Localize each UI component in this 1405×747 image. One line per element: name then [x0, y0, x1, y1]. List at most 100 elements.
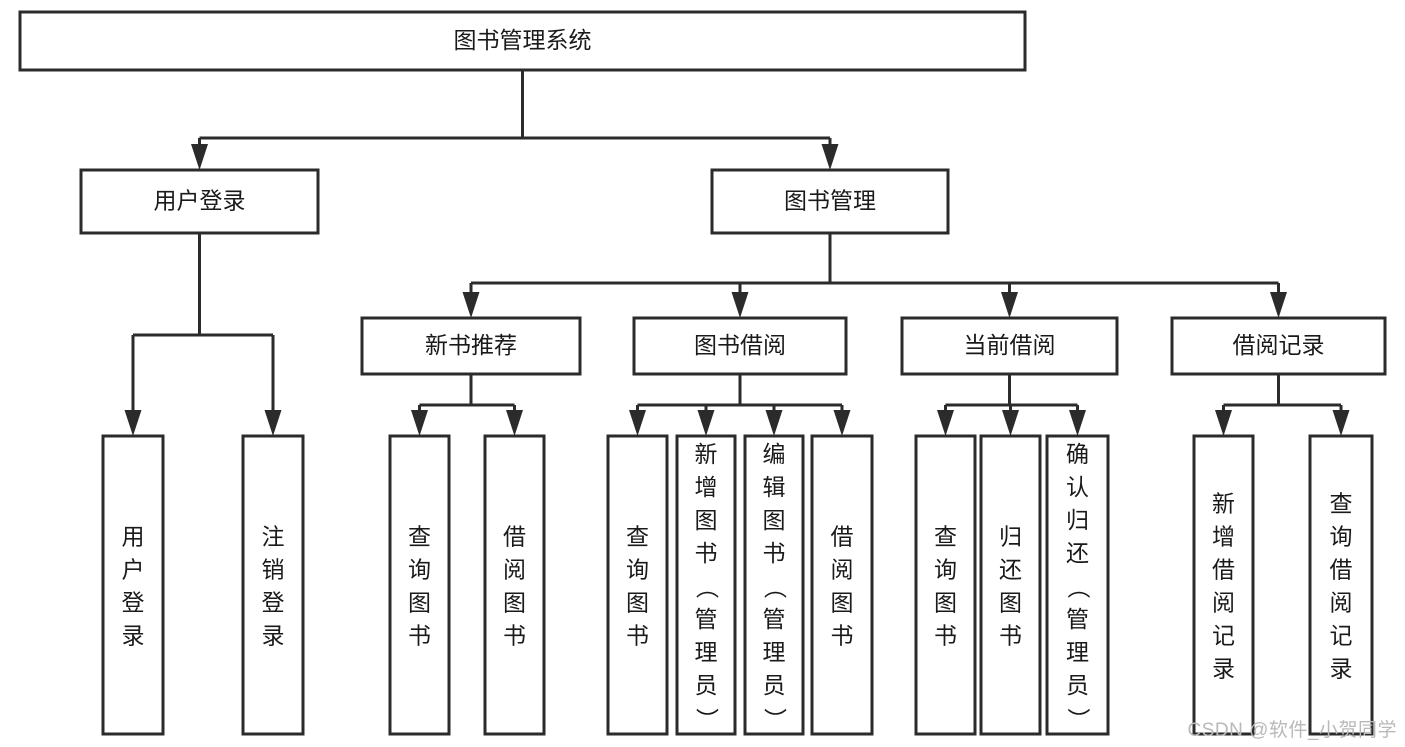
- node-box-root[interactable]: [18, 10, 1027, 72]
- node-label-cb-confirm-return-char-6: 理: [1066, 639, 1089, 665]
- node-label-br-query-record-char-1: 询: [1330, 524, 1353, 550]
- node-box-book-manage[interactable]: [710, 168, 950, 235]
- node-box-cb-query-book[interactable]: [914, 434, 977, 736]
- node-current-borrow[interactable]: 当前借阅: [900, 316, 1119, 376]
- node-label-user-login-do-char-0: 用: [122, 524, 145, 550]
- leaf-user-login-do-arrowhead: [124, 410, 142, 436]
- node-label-bb-query-book-char-1: 询: [626, 557, 649, 583]
- leaf-cb-confirm-return-arrowhead: [1069, 410, 1086, 436]
- level2-current-borrow-arrowhead: [1001, 292, 1018, 318]
- node-label-bb-add-book-char-4: （: [694, 576, 720, 599]
- node-label-bb-add-book-char-8: ）: [694, 708, 720, 731]
- leaf-cb-query-book-arrowhead: [937, 410, 954, 436]
- leaf-cb-return-book-arrowhead: [1002, 410, 1019, 436]
- node-label-br-add-record-char-4: 记: [1212, 623, 1235, 649]
- node-box-br-add-record[interactable]: [1192, 434, 1255, 736]
- node-label-bb-edit-book-char-4: （: [762, 576, 788, 599]
- node-label-br-add-record-char-2: 借: [1212, 557, 1235, 583]
- node-label-user-login-do-char-1: 户: [122, 557, 145, 583]
- node-label-cb-return-book-char-3: 书: [999, 623, 1022, 649]
- node-box-current-borrow[interactable]: [900, 316, 1119, 376]
- node-box-cb-return-book[interactable]: [979, 434, 1042, 736]
- node-box-user-login-do[interactable]: [101, 434, 165, 736]
- node-user-login-do[interactable]: 用户登录: [101, 434, 165, 736]
- node-label-cb-confirm-return-char-0: 确: [1066, 441, 1089, 467]
- node-label-nbr-borrow-book-char-2: 图: [503, 590, 526, 616]
- node-label-nbr-query-book-char-2: 图: [408, 590, 431, 616]
- node-label-user-logout-char-1: 销: [262, 557, 285, 583]
- node-new-book-recommend[interactable]: 新书推荐: [360, 316, 582, 376]
- node-book-manage[interactable]: 图书管理: [710, 168, 950, 235]
- node-box-bb-query-book[interactable]: [606, 434, 669, 736]
- node-label-br-add-record-char-3: 阅: [1212, 590, 1235, 616]
- node-label-cb-confirm-return-char-8: ）: [1066, 708, 1092, 731]
- node-box-borrow-record[interactable]: [1170, 316, 1387, 376]
- node-label-borrow-record: 借阅记录: [1233, 332, 1325, 358]
- node-root[interactable]: 图书管理系统: [18, 10, 1027, 72]
- node-label-bb-query-book-char-3: 书: [626, 623, 649, 649]
- leaf-bb-borrow-book-arrowhead: [833, 410, 851, 436]
- node-box-cb-confirm-return[interactable]: [1045, 434, 1110, 736]
- node-label-cb-confirm-return-char-1: 认: [1066, 474, 1089, 500]
- watermark-label: CSDN @软件_小贺同学: [1187, 720, 1397, 741]
- leaf-bb-add-book-arrowhead: [697, 410, 715, 436]
- node-label-bb-query-book-char-2: 图: [626, 590, 649, 616]
- node-label-bb-edit-book-char-7: 员: [763, 672, 786, 698]
- node-box-book-borrow[interactable]: [632, 316, 848, 376]
- node-borrow-record[interactable]: 借阅记录: [1170, 316, 1387, 376]
- node-box-nbr-query-book[interactable]: [388, 434, 451, 736]
- node-box-br-query-record[interactable]: [1308, 434, 1374, 736]
- node-label-bb-query-book-char-0: 查: [626, 524, 649, 550]
- node-box-nbr-borrow-book[interactable]: [483, 434, 546, 736]
- node-label-user-logout-char-3: 录: [262, 623, 285, 649]
- node-label-bb-borrow-book-char-1: 阅: [831, 557, 854, 583]
- node-label-bb-add-book-char-3: 书: [695, 540, 718, 566]
- node-box-bb-edit-book[interactable]: [743, 434, 805, 736]
- node-label-nbr-query-book-char-3: 书: [408, 623, 431, 649]
- node-box-user-logout[interactable]: [241, 434, 305, 736]
- level2-book-borrow-arrowhead: [731, 292, 749, 318]
- node-label-br-add-record-char-1: 增: [1212, 524, 1235, 550]
- node-label-cb-confirm-return-char-2: 归: [1066, 507, 1089, 533]
- level2-new-book-recommend-arrowhead: [462, 292, 480, 318]
- node-label-book-borrow: 图书借阅: [694, 332, 786, 358]
- node-user-login[interactable]: 用户登录: [79, 168, 320, 235]
- connector-layer: [124, 70, 1350, 436]
- node-label-bb-add-book-char-1: 增: [695, 474, 718, 500]
- node-box-user-login[interactable]: [79, 168, 320, 235]
- node-label-cb-query-book-char-3: 书: [934, 623, 957, 649]
- node-layer: 图书管理系统用户登录图书管理用户登录注销登录新书推荐查询图书借阅图书图书借阅查询…: [18, 10, 1387, 736]
- node-label-bb-edit-book-char-0: 编: [763, 441, 786, 467]
- node-book-borrow[interactable]: 图书借阅: [632, 316, 848, 376]
- node-label-br-add-record-char-0: 新: [1212, 491, 1235, 517]
- node-box-bb-add-book[interactable]: [675, 434, 737, 736]
- node-label-bb-edit-book-char-2: 图: [763, 507, 786, 533]
- node-label-bb-edit-book-char-6: 理: [763, 639, 786, 665]
- node-label-bb-edit-book-char-5: 管: [763, 606, 786, 632]
- leaf-nbr-query-book-arrowhead: [411, 410, 428, 436]
- node-label-cb-confirm-return-char-5: 管: [1066, 606, 1089, 632]
- node-label-cb-confirm-return-char-4: （: [1066, 576, 1092, 599]
- node-label-br-add-record-char-5: 录: [1212, 656, 1235, 682]
- node-box-new-book-recommend[interactable]: [360, 316, 582, 376]
- node-label-bb-edit-book-char-8: ）: [762, 708, 788, 731]
- node-box-bb-borrow-book[interactable]: [810, 434, 874, 736]
- node-label-nbr-borrow-book-char-0: 借: [503, 524, 526, 550]
- leaf-bb-query-book-arrowhead: [629, 410, 646, 436]
- node-label-nbr-borrow-book-char-1: 阅: [503, 557, 526, 583]
- node-label-cb-query-book-char-2: 图: [934, 590, 957, 616]
- leaf-br-add-record-arrowhead: [1215, 410, 1232, 436]
- node-label-user-logout-char-2: 登: [262, 590, 285, 616]
